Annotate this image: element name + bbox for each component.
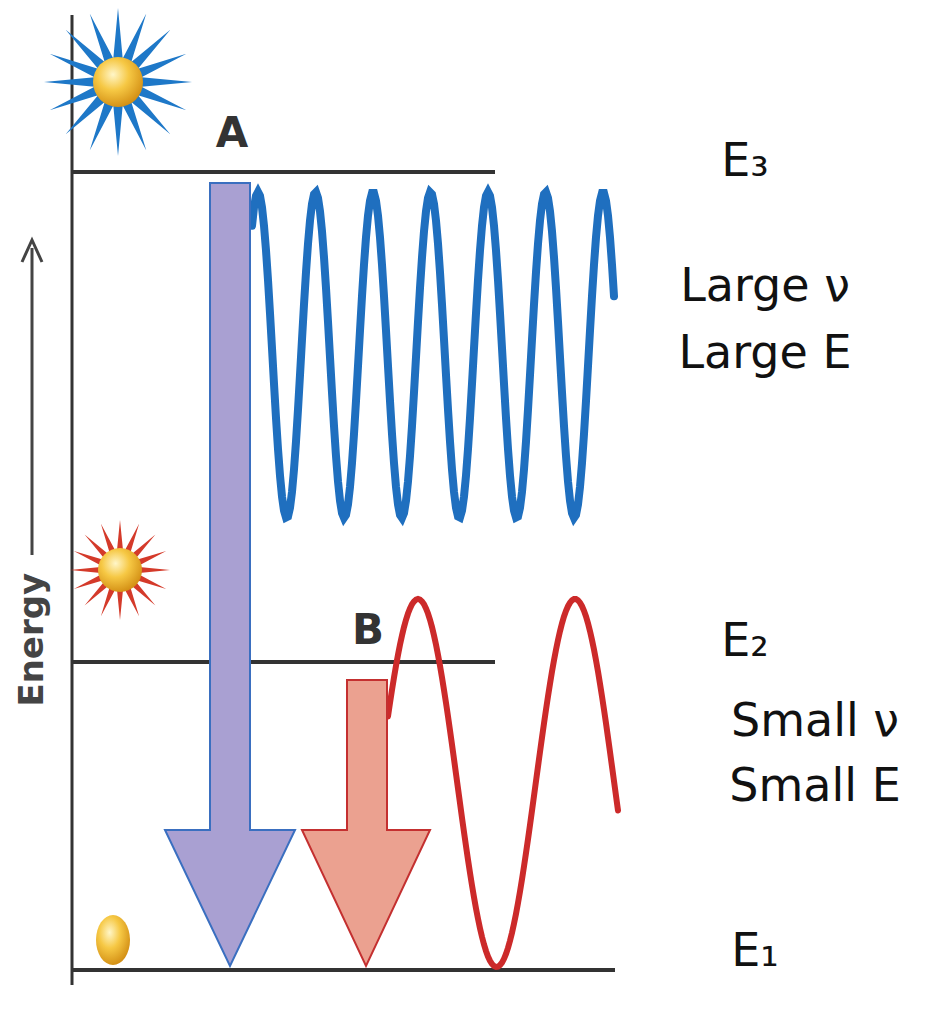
axis-arrow — [31, 248, 34, 555]
transition-label: B — [352, 607, 384, 653]
axis-arrow-head — [22, 240, 42, 262]
excitation-burst — [70, 520, 170, 620]
axis-title: Energy — [13, 573, 50, 707]
excitation-burst — [44, 8, 192, 156]
transition-arrow — [165, 183, 295, 966]
electron — [93, 57, 143, 107]
high-frequency-wave — [252, 192, 614, 518]
level-label: E₁ — [731, 925, 779, 976]
level-label: E₃ — [721, 135, 769, 186]
transition-label: A — [216, 110, 249, 156]
energy-axis — [71, 15, 74, 985]
transition-arrow — [302, 680, 430, 966]
energy-level-line — [72, 660, 495, 664]
wave-note: Large ν — [680, 260, 850, 311]
level-label: E₂ — [721, 615, 769, 666]
energy-level-line — [72, 170, 495, 174]
wave-note: Small E — [729, 760, 900, 811]
wave-note: Large E — [678, 327, 851, 378]
energy-level-line — [72, 968, 615, 972]
wave-note: Small ν — [731, 695, 899, 746]
electron — [96, 915, 130, 965]
low-frequency-wave — [388, 599, 618, 967]
electron — [98, 548, 142, 592]
